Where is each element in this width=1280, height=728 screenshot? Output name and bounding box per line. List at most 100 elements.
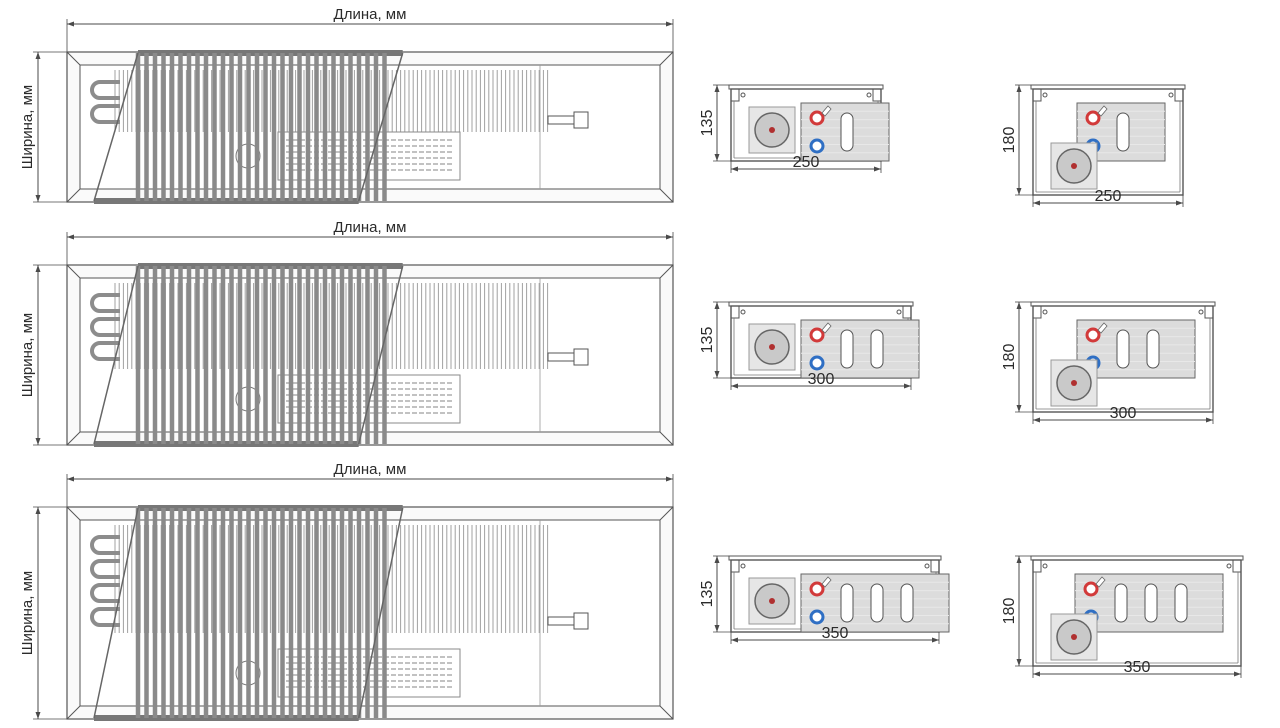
arrow-head-top — [35, 265, 41, 272]
u-tube — [90, 535, 120, 555]
arrow-head-right — [904, 383, 911, 389]
arrow-head-left — [1033, 417, 1040, 423]
bolt-hole — [1198, 309, 1204, 315]
width-dimension — [1033, 671, 1241, 677]
height-dimension — [1016, 556, 1022, 666]
flange-leg-left — [730, 305, 740, 319]
frame-bevel — [659, 188, 674, 203]
decorative-grille — [93, 505, 404, 721]
width-label: 300 — [1110, 405, 1137, 422]
air-vent-valve — [1095, 576, 1106, 588]
width-label: Ширина, мм — [19, 313, 36, 397]
flange-leg-left — [1032, 88, 1042, 102]
u-tube — [90, 607, 120, 627]
frame-bevel — [66, 431, 81, 446]
supply-pipe — [809, 327, 825, 343]
tube-oval — [870, 583, 884, 623]
arrow-head-right — [1206, 417, 1213, 423]
length-label: Длина, мм — [334, 6, 407, 23]
arrow-head-right — [666, 21, 673, 27]
connection-fitting — [573, 612, 589, 630]
u-tube — [90, 104, 120, 124]
air-vent-valve — [1097, 105, 1108, 117]
arrow-head-bottom — [35, 438, 41, 445]
arrow-head-bottom — [714, 154, 720, 161]
frame-bevel — [66, 705, 81, 720]
return-pipe — [809, 355, 825, 371]
frame-bevel — [659, 431, 674, 446]
grille-edge — [357, 52, 404, 202]
arrow-head-left — [1033, 200, 1040, 206]
arrow-head-left — [67, 476, 74, 482]
arrow-head-bottom — [35, 712, 41, 719]
supply-pipe — [1085, 327, 1101, 343]
tube-oval — [900, 583, 914, 623]
length-label: Длина, мм — [334, 219, 407, 236]
flange-leg-left — [730, 88, 740, 102]
width-label: Ширина, мм — [19, 85, 36, 169]
grille-edge — [93, 52, 139, 202]
arrow-head-right — [932, 637, 939, 643]
bolt-hole — [896, 309, 902, 315]
section-135x350: 135 350 — [699, 555, 950, 644]
return-pipe — [809, 609, 825, 625]
flange-leg-right — [902, 305, 912, 319]
air-vent-valve — [1097, 322, 1108, 334]
top-view-2: Длина, мм Ширина, мм — [19, 219, 674, 447]
arrow-head-right — [874, 166, 881, 172]
height-dimension — [714, 556, 720, 632]
height-dimension — [1016, 85, 1022, 195]
arrow-head-right — [1234, 671, 1241, 677]
length-dimension — [67, 476, 673, 482]
arrow-head-left — [67, 234, 74, 240]
arrow-head-left — [67, 21, 74, 27]
height-label: 180 — [1001, 598, 1018, 625]
flange-leg-left — [1032, 559, 1042, 573]
tube-oval — [870, 329, 884, 369]
frame-bevel — [659, 51, 674, 66]
frame-bevel — [659, 264, 674, 279]
flange-leg-right — [1174, 88, 1184, 102]
trough-body — [1032, 305, 1214, 413]
bolt-hole — [1042, 309, 1048, 315]
bolt-hole — [740, 92, 746, 98]
arrow-head-left — [1033, 671, 1040, 677]
arrow-head-right — [1176, 200, 1183, 206]
fan-hub — [769, 127, 775, 133]
bolt-hole — [924, 563, 930, 569]
connection-fitting — [573, 348, 589, 366]
arrow-head-top — [714, 85, 720, 92]
length-label: Длина, мм — [334, 461, 407, 478]
width-label: 350 — [822, 625, 849, 642]
arrow-head-bottom — [714, 371, 720, 378]
height-label: 135 — [699, 110, 716, 137]
arrow-head-left — [731, 166, 738, 172]
height-label: 135 — [699, 581, 716, 608]
arrow-head-bottom — [1016, 659, 1022, 666]
u-tube — [90, 293, 120, 313]
u-tube — [90, 317, 120, 337]
frame-bevel — [659, 506, 674, 521]
frame-bevel — [659, 705, 674, 720]
height-label: 180 — [1001, 127, 1018, 154]
supply-pipe — [1085, 110, 1101, 126]
flange-leg-right — [930, 559, 940, 573]
bolt-hole — [1226, 563, 1232, 569]
arrow-head-bottom — [35, 195, 41, 202]
flange-leg-right — [872, 88, 882, 102]
decorative-grille — [93, 263, 404, 447]
decorative-grille — [93, 50, 404, 204]
tube-oval — [1144, 583, 1158, 623]
height-dimension — [714, 85, 720, 161]
width-label: 250 — [793, 154, 820, 171]
tube-oval — [1174, 583, 1188, 623]
tube-oval — [840, 329, 854, 369]
fan-hub — [769, 344, 775, 350]
arrow-head-top — [714, 302, 720, 309]
grille-edge — [93, 507, 139, 719]
grille-edge — [357, 265, 404, 445]
bolt-hole — [740, 309, 746, 315]
arrow-head-top — [35, 507, 41, 514]
